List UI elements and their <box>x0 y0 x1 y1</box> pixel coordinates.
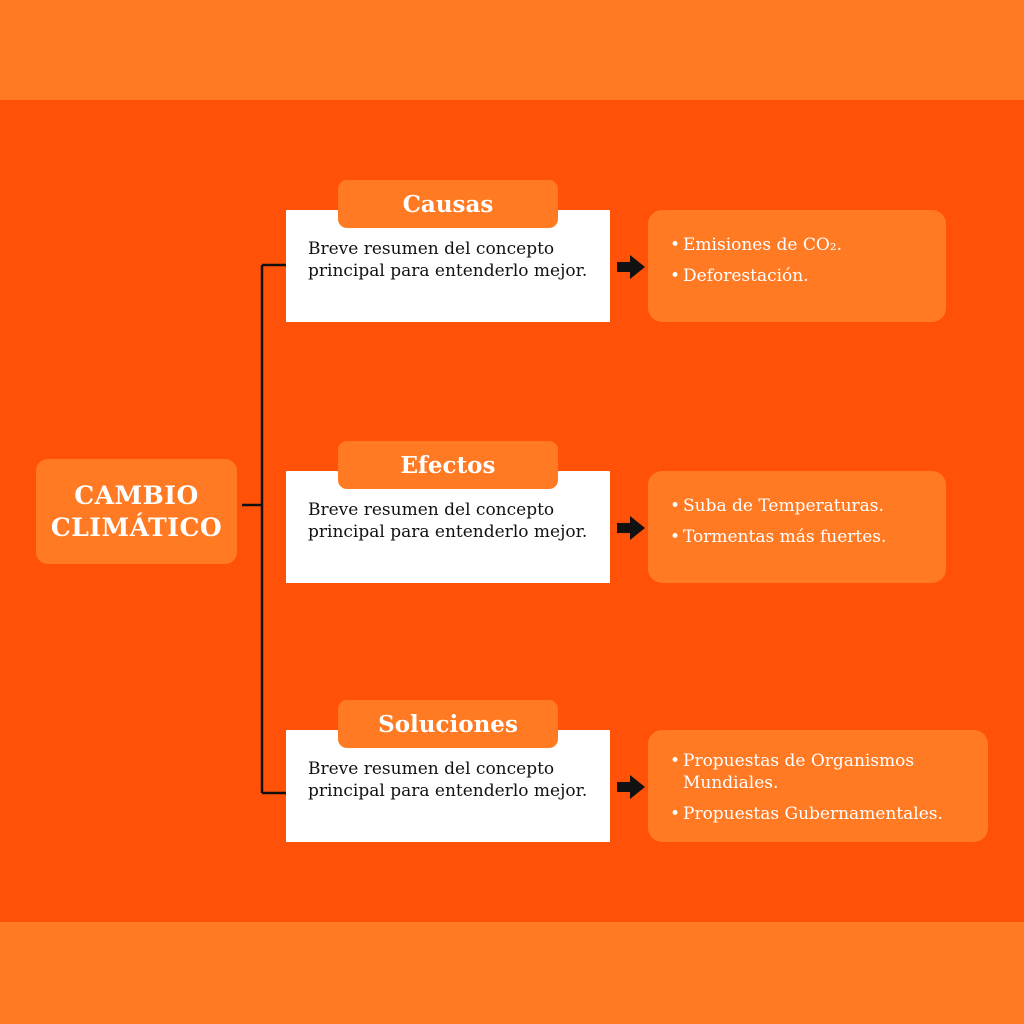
bullet-item: Propuestas de Organismos Mundiales. <box>670 750 970 794</box>
root-node: CAMBIO CLIMÁTICO <box>36 459 237 564</box>
bullet-item: Tormentas más fuertes. <box>670 526 928 548</box>
top-band <box>0 0 1024 100</box>
bullet-item: Suba de Temperaturas. <box>670 495 928 517</box>
bullet-item: Propuestas Gubernamentales. <box>670 803 970 825</box>
section-title-tab: Soluciones <box>338 700 558 748</box>
bullet-item: Deforestación. <box>670 265 928 287</box>
bullet-list: Propuestas de Organismos Mundiales. Prop… <box>670 750 970 825</box>
summary-card: Breve resumen del concepto principal par… <box>286 471 610 583</box>
bullet-box: Suba de Temperaturas. Tormentas más fuer… <box>648 471 946 583</box>
section-efectos: Efectos Breve resumen del concepto princ… <box>0 441 1024 611</box>
bullet-list: Emisiones de CO₂. Deforestación. <box>670 234 928 287</box>
bottom-band <box>0 922 1024 1024</box>
bullet-item: Emisiones de CO₂. <box>670 234 928 256</box>
summary-card: Breve resumen del concepto principal par… <box>286 210 610 322</box>
section-soluciones: Soluciones Breve resumen del concepto pr… <box>0 700 1024 870</box>
root-title-line-1: CAMBIO <box>74 480 199 510</box>
right-arrow-icon <box>617 775 645 799</box>
section-title-tab: Causas <box>338 180 558 228</box>
root-title-line-2: CLIMÁTICO <box>50 512 223 542</box>
summary-card: Breve resumen del concepto principal par… <box>286 730 610 842</box>
section-title-tab: Efectos <box>338 441 558 489</box>
section-causas: Causas Breve resumen del concepto princi… <box>0 180 1024 350</box>
bullet-box: Emisiones de CO₂. Deforestación. <box>648 210 946 322</box>
bullet-list: Suba de Temperaturas. Tormentas más fuer… <box>670 495 928 548</box>
right-arrow-icon <box>617 516 645 540</box>
right-arrow-icon <box>617 255 645 279</box>
bullet-box: Propuestas de Organismos Mundiales. Prop… <box>648 730 988 842</box>
